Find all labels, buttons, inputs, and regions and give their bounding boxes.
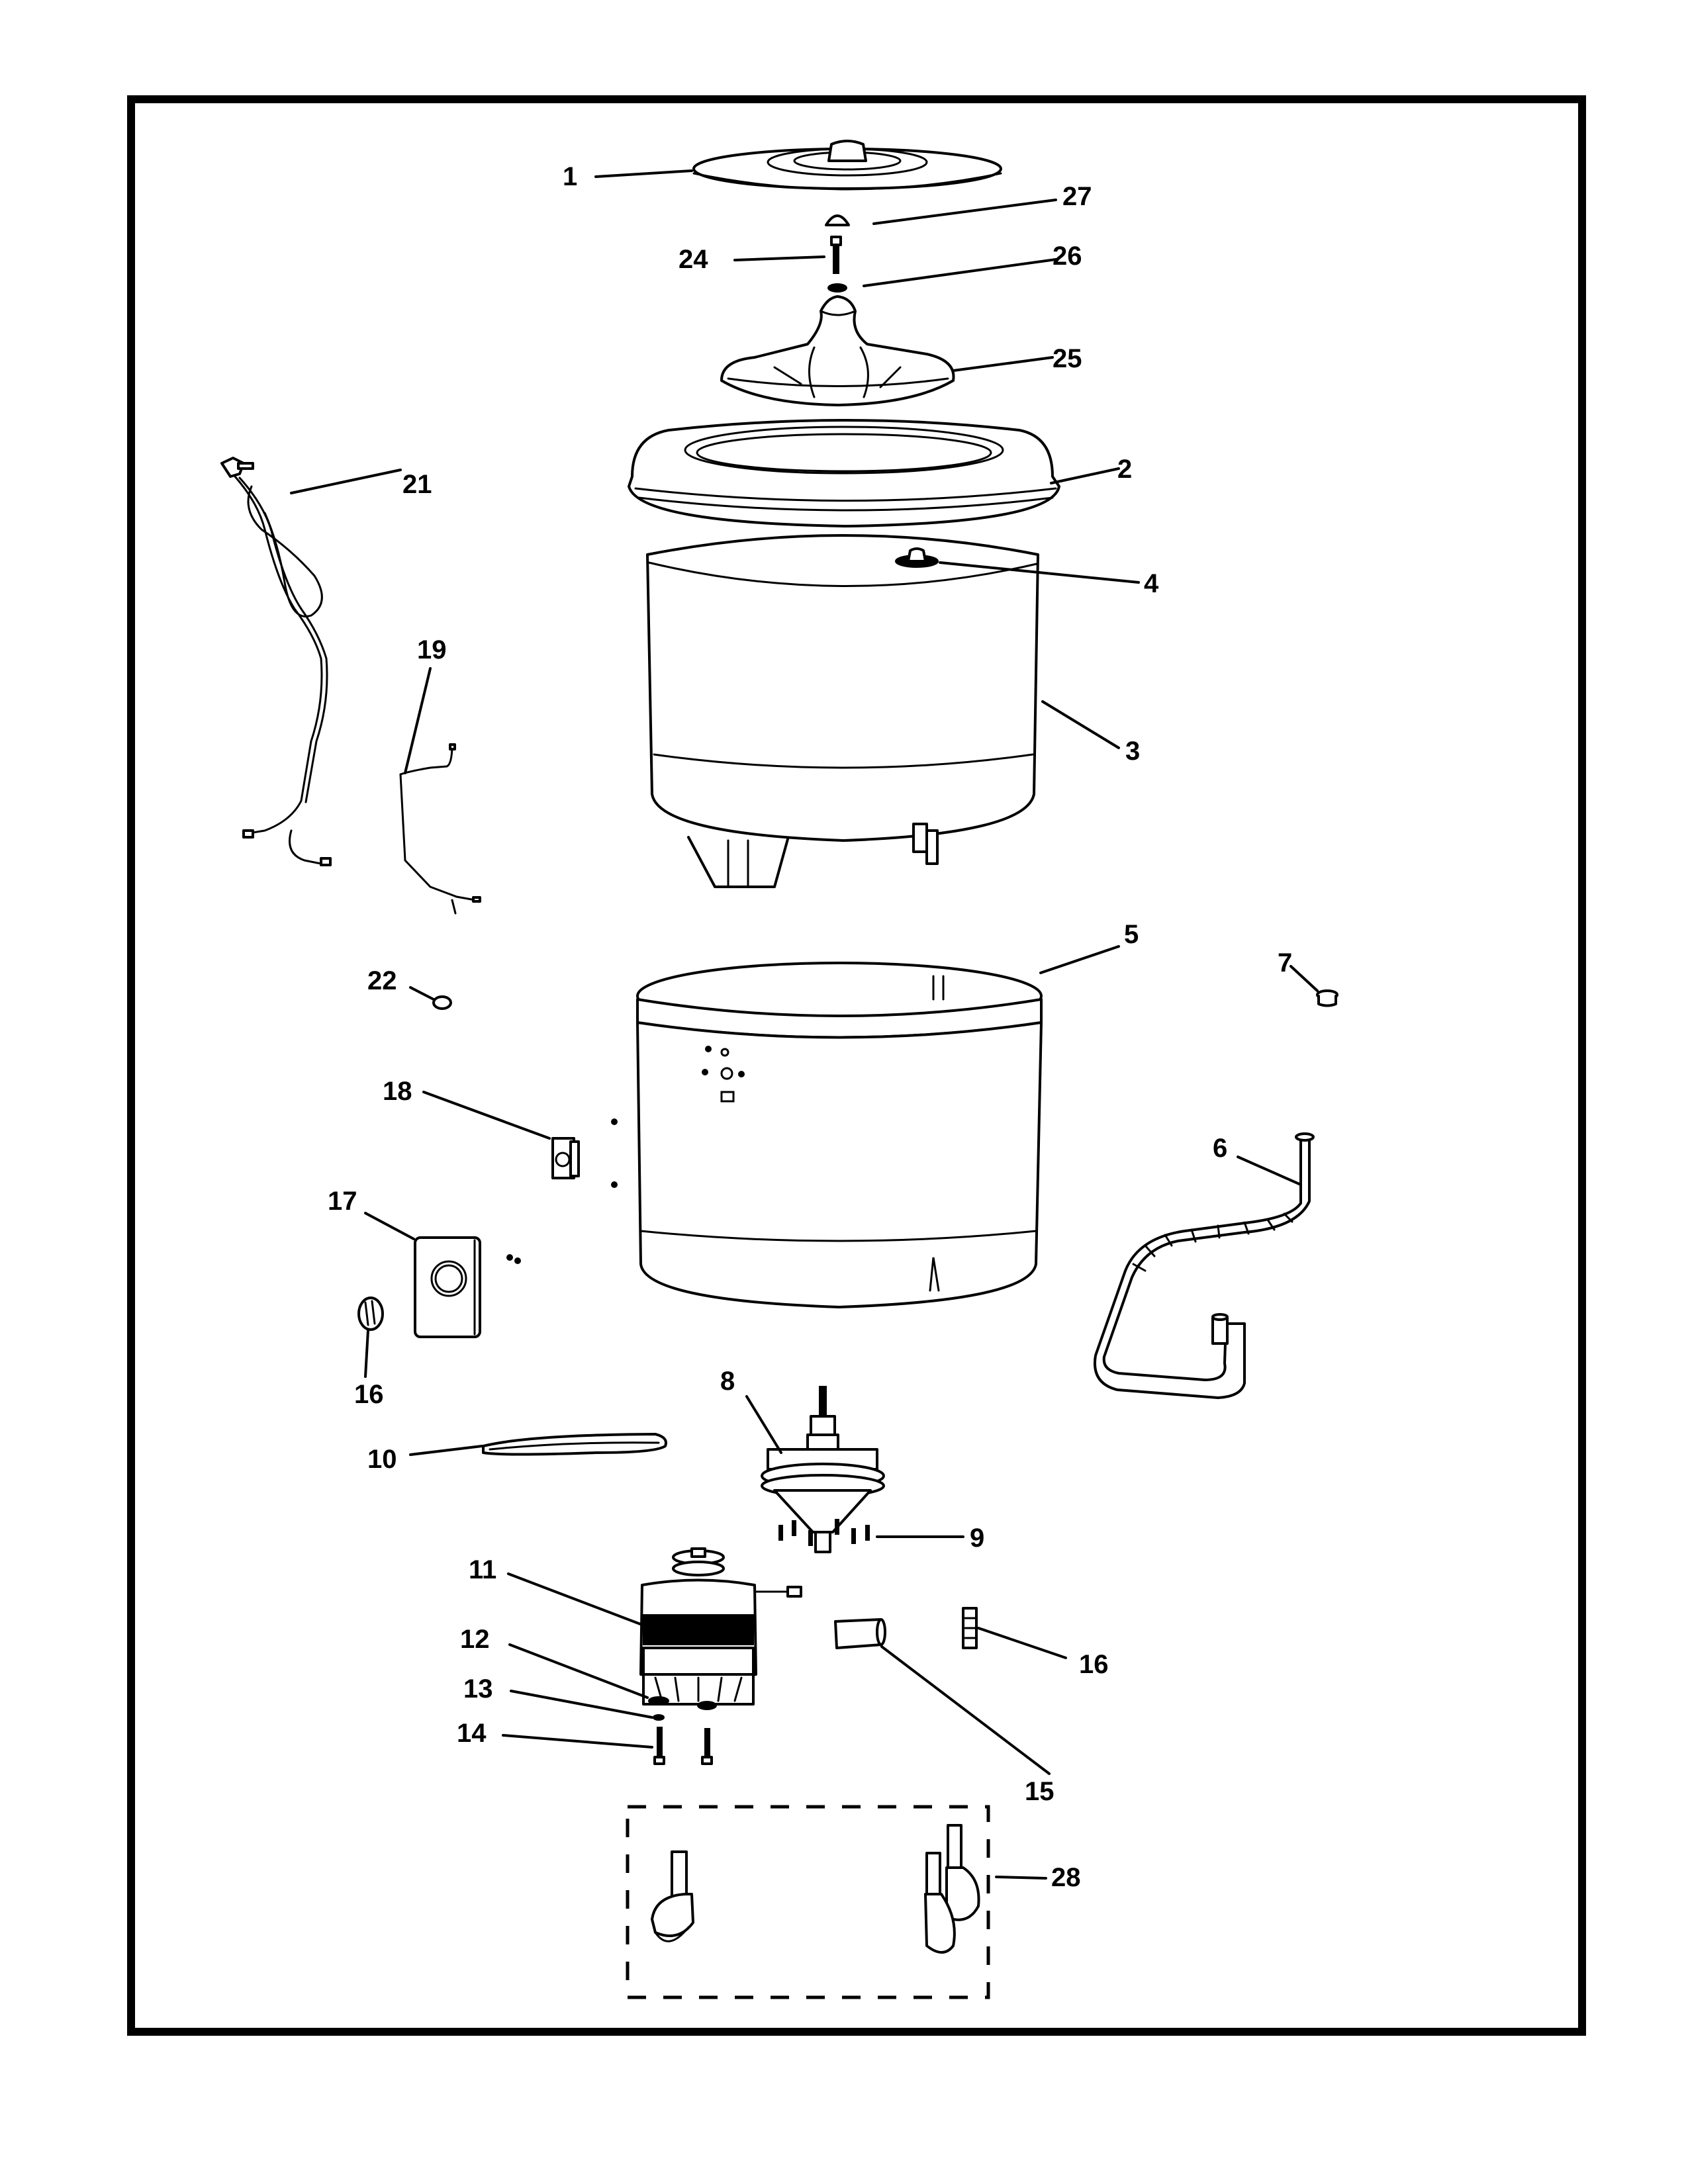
callout-13: 13 bbox=[463, 1674, 493, 1704]
part-wire-harness bbox=[399, 743, 481, 915]
leader-22 bbox=[290, 469, 402, 494]
part-power-cord bbox=[220, 457, 332, 866]
leader-18 bbox=[422, 1091, 551, 1140]
part-screw-washer bbox=[827, 283, 847, 293]
part-drain-hose bbox=[1094, 1132, 1315, 1399]
caster-group-box bbox=[626, 1805, 990, 1999]
part-inner-basket bbox=[646, 534, 1039, 888]
part-balance-cap bbox=[895, 547, 939, 568]
callout-6: 6 bbox=[1213, 1134, 1227, 1163]
callout-27: 27 bbox=[1062, 182, 1092, 211]
callout-11: 11 bbox=[469, 1555, 496, 1584]
callout-28: 28 bbox=[1051, 1863, 1081, 1892]
leader-23 bbox=[409, 986, 435, 1001]
leader-26 bbox=[863, 258, 1057, 287]
leader-2 bbox=[1050, 467, 1120, 484]
part-tub-cover bbox=[628, 419, 1060, 527]
leader-27 bbox=[872, 199, 1057, 225]
callout-18: 18 bbox=[383, 1077, 412, 1106]
part-timer bbox=[551, 1118, 618, 1188]
leader-5 bbox=[1039, 945, 1120, 974]
part-caster-set bbox=[651, 1824, 980, 1954]
callout-25: 24 bbox=[679, 245, 708, 274]
part-motor bbox=[639, 1547, 802, 1706]
callout-5: 5 bbox=[1124, 920, 1139, 949]
leader-11 bbox=[507, 1572, 643, 1626]
callout-22: 21 bbox=[402, 470, 432, 499]
part-belt bbox=[482, 1433, 667, 1456]
callout-17: 19 bbox=[417, 635, 447, 664]
part-screw-cap bbox=[825, 214, 850, 226]
leader-15 bbox=[880, 1645, 1051, 1775]
leader-6 bbox=[1237, 1156, 1302, 1186]
diagram-frame bbox=[127, 95, 1586, 2036]
part-spring-washer bbox=[653, 1714, 665, 1721]
leader-24 bbox=[952, 356, 1054, 372]
part-cord-bushing bbox=[432, 995, 452, 1010]
caster bbox=[945, 1824, 980, 1921]
leader-25 bbox=[733, 255, 825, 261]
callout-8: 8 bbox=[720, 1367, 735, 1396]
part-lid bbox=[692, 140, 1002, 191]
part-knob bbox=[357, 1297, 384, 1331]
part-washer bbox=[648, 1696, 717, 1710]
callout-7: 7 bbox=[1278, 948, 1292, 978]
callout-10: 10 bbox=[367, 1445, 397, 1474]
callout-21: 16 bbox=[354, 1380, 384, 1409]
leader-1 bbox=[594, 169, 693, 178]
leader-4 bbox=[939, 561, 1140, 584]
part-bolt bbox=[653, 1727, 713, 1765]
callout-19: 17 bbox=[328, 1187, 357, 1216]
caster bbox=[924, 1852, 956, 1954]
callout-23: 22 bbox=[367, 966, 397, 995]
part-clip bbox=[962, 1607, 978, 1649]
leader-14 bbox=[502, 1734, 653, 1749]
callout-14: 14 bbox=[457, 1719, 487, 1748]
leader-7 bbox=[1289, 965, 1319, 992]
part-pulsator-screw bbox=[830, 236, 842, 274]
part-hose-cap bbox=[1316, 989, 1338, 1007]
callout-1: 1 bbox=[563, 162, 577, 191]
part-capacitor bbox=[834, 1618, 886, 1649]
callout-15: 15 bbox=[1025, 1777, 1055, 1806]
leader-16 bbox=[977, 1627, 1067, 1659]
leader-28 bbox=[995, 1876, 1047, 1880]
caster bbox=[651, 1850, 694, 1942]
part-control-panel bbox=[414, 1236, 521, 1338]
callout-2: 2 bbox=[1117, 455, 1132, 484]
leader-10 bbox=[409, 1445, 483, 1456]
callout-16: 16 bbox=[1079, 1650, 1109, 1679]
callout-3: 3 bbox=[1125, 737, 1140, 766]
leader-19 bbox=[364, 1212, 415, 1240]
part-gear-case bbox=[761, 1386, 885, 1553]
leader-17 bbox=[404, 667, 432, 774]
part-pulsator bbox=[720, 295, 955, 406]
leader-3 bbox=[1041, 700, 1120, 749]
leader-13 bbox=[510, 1690, 653, 1719]
part-screws bbox=[778, 1519, 870, 1546]
callout-26: 26 bbox=[1053, 242, 1082, 271]
callout-4: 4 bbox=[1144, 569, 1159, 598]
callout-24: 25 bbox=[1053, 344, 1082, 373]
part-outer-tub bbox=[636, 962, 1043, 1308]
leader-21 bbox=[364, 1329, 369, 1378]
callout-9: 9 bbox=[970, 1524, 984, 1553]
leader-8 bbox=[745, 1395, 782, 1454]
callout-12: 12 bbox=[460, 1625, 490, 1654]
leader-12 bbox=[508, 1643, 649, 1699]
